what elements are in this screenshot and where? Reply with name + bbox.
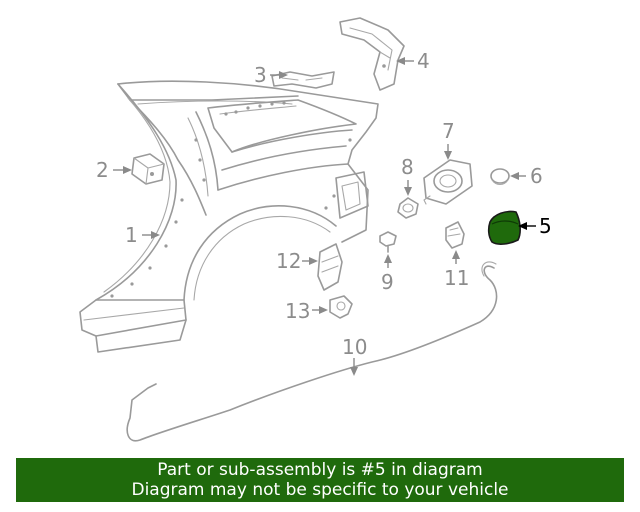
svg-text:3: 3	[254, 63, 267, 87]
callout-6: 6	[510, 164, 543, 188]
svg-text:6: 6	[530, 164, 543, 188]
callout-7: 7	[442, 119, 455, 160]
part-5-fuel-door[interactable]	[487, 210, 521, 245]
part-11-actuator[interactable]	[445, 221, 465, 249]
part-12-module[interactable]	[317, 243, 343, 291]
part-6-clip[interactable]	[490, 168, 510, 186]
banner-line-disclaimer: Diagram may not be specific to your vehi…	[131, 480, 509, 500]
part-13-sensor[interactable]	[329, 295, 353, 319]
svg-text:1: 1	[125, 223, 138, 247]
part-2-bracket[interactable]	[131, 153, 165, 185]
part-8-grommet[interactable]	[397, 197, 419, 219]
part-1-quarter-panel[interactable]	[79, 80, 379, 353]
banner-line-part: Part or sub-assembly is #5 in diagram	[157, 460, 483, 480]
callout-13: 13	[285, 299, 328, 323]
callout-2: 2	[96, 158, 132, 182]
part-3-brace[interactable]	[271, 71, 335, 89]
svg-text:8: 8	[401, 155, 414, 179]
part-4-reinforcement[interactable]	[339, 17, 405, 91]
callout-8: 8	[401, 155, 414, 196]
svg-text:12: 12	[276, 249, 301, 273]
callout-12: 12	[276, 249, 318, 273]
callout-1: 1	[125, 223, 160, 247]
svg-text:4: 4	[417, 49, 430, 73]
svg-text:2: 2	[96, 158, 109, 182]
part-7-filler-housing[interactable]	[423, 159, 473, 205]
callout-3: 3	[254, 63, 288, 87]
svg-text:13: 13	[285, 299, 310, 323]
svg-text:5: 5	[539, 214, 552, 238]
callout-11: 11	[444, 250, 469, 290]
svg-text:9: 9	[381, 270, 394, 294]
callout-5: 5	[518, 214, 552, 238]
callout-9: 9	[381, 254, 394, 294]
svg-text:10: 10	[342, 335, 367, 359]
callout-10: 10	[342, 335, 367, 376]
svg-text:7: 7	[442, 119, 455, 143]
callout-4: 4	[396, 49, 430, 73]
info-banner: Part or sub-assembly is #5 in diagram Di…	[16, 458, 624, 502]
svg-text:11: 11	[444, 266, 469, 290]
part-9-bolt[interactable]	[379, 231, 397, 253]
part-10-release-cable[interactable]	[126, 261, 498, 442]
